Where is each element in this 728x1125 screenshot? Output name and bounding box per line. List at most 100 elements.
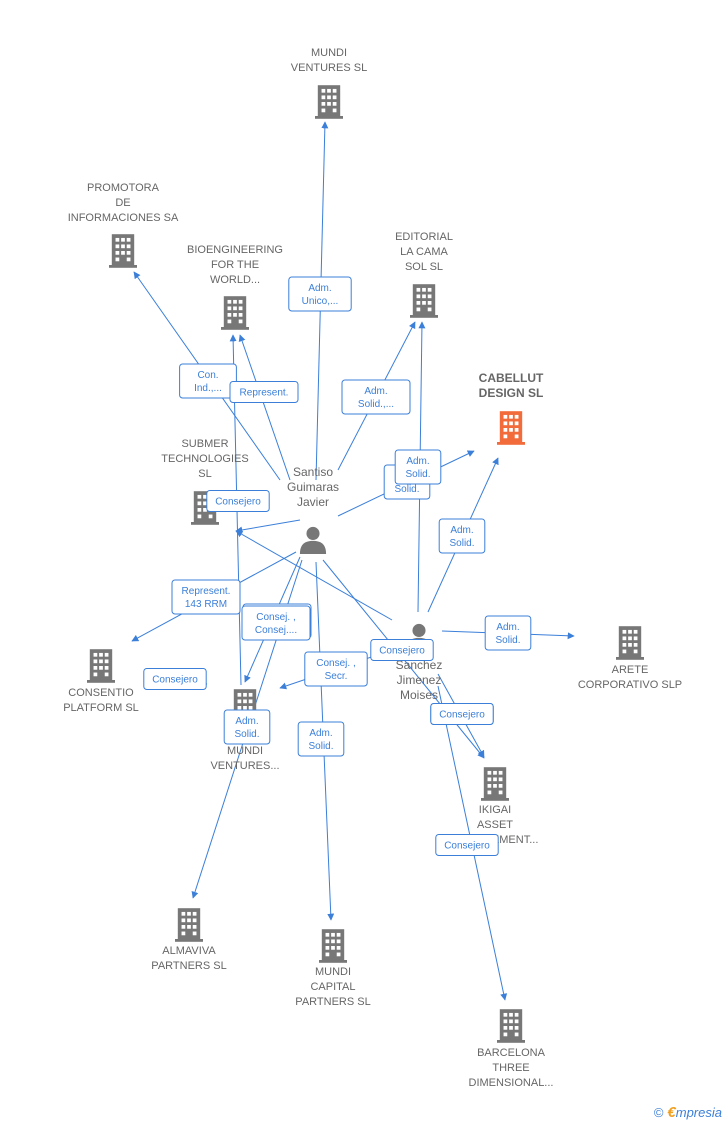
node-label-line: DE <box>115 197 130 209</box>
edge-label-mundi_ventures2-bioengineering[interactable]: Adm. Solid. <box>223 709 271 745</box>
edge-label-text: Represent. <box>240 388 289 399</box>
node-label-line: DESIGN SL <box>479 386 544 400</box>
edge-label-sanchez-editorial[interactable]: Adm.Solid. <box>394 449 442 485</box>
edge-label-santiso-consentio[interactable]: Represent.143 RRM <box>171 579 241 615</box>
edge-label-text: Adm. <box>364 386 387 397</box>
company-barcelona[interactable]: BARCELONA THREE DIMENSIONAL... <box>469 1009 554 1089</box>
edge-label-text: Solid. <box>234 729 259 740</box>
edge-label-text: Solid. <box>495 635 520 646</box>
edge-label-santiso-mundi_capital[interactable]: Adm. Solid. <box>297 721 345 757</box>
edge-label-text: Secr. <box>325 671 348 682</box>
edge-sanchez-submer <box>235 530 393 621</box>
edge-label-sanchez-cabellut[interactable]: Adm.Solid. <box>438 518 486 554</box>
node-label-line: EDITORIAL <box>395 231 453 243</box>
edge-label-text: Adm. <box>235 716 258 727</box>
node-label-line: THREE <box>492 1062 529 1074</box>
edge-label-text: Consej. , <box>316 658 355 669</box>
edge-santiso-submer <box>235 519 301 534</box>
node-label-line: CABELLUT <box>479 371 544 385</box>
node-label-line: Jimenez <box>397 673 442 687</box>
edge-label-text: Adm. <box>496 622 519 633</box>
node-label-line: Javier <box>297 495 329 509</box>
node-label-line: PLATFORM SL <box>63 702 139 714</box>
node-label-line: Guimaras <box>287 480 339 494</box>
node-label-line: DIMENSIONAL... <box>469 1077 554 1089</box>
edge-label-text: Solid. <box>308 741 333 752</box>
edge-label-mundi_ventures2-consentio[interactable]: Consejero <box>143 668 207 690</box>
edge-label-sanchez-ikigai[interactable]: Consejero <box>430 703 494 725</box>
edge-label-sanchez-arete[interactable]: Adm. Solid. <box>484 615 532 651</box>
node-label-line: FOR THE <box>211 259 259 271</box>
node-label-line: INFORMACIONES SA <box>68 212 179 224</box>
edge-label-santiso-almaviva[interactable]: Consej. , Consej.... <box>241 605 311 641</box>
footer-brand[interactable]: ©€mpresia <box>654 1104 722 1121</box>
node-label-line: CORPORATIVO SLP <box>578 679 682 691</box>
edge-label-text: Solid. <box>449 538 474 549</box>
edge-labels-layer: Adm.Unico,...Con.Ind.,...Represent.Adm.S… <box>143 276 532 856</box>
node-label-line: PROMOTORA <box>87 182 160 194</box>
company-mundi_ventures2[interactable]: MUNDIVENTURES... <box>210 689 280 772</box>
building-icon <box>87 649 115 683</box>
node-label-line: TECHNOLOGIES <box>161 453 248 465</box>
building-icon <box>175 908 203 942</box>
edge-label-santiso-promotora[interactable]: Con. Ind.,... <box>179 363 237 399</box>
brand-logo-letter: € <box>667 1104 676 1121</box>
edge-label-santiso-mundi_ventures[interactable]: Adm.Unico,... <box>288 276 352 312</box>
edge-label-text: Con. <box>197 370 218 381</box>
brand-name: mpresia <box>675 1105 722 1120</box>
node-label-line: MUNDI <box>315 966 351 978</box>
edge-label-santiso-bioengineering[interactable]: Represent. <box>229 381 299 403</box>
node-label-line: MUNDI <box>311 47 347 59</box>
edge-label-santiso-submer[interactable]: Consejero <box>206 490 270 512</box>
node-label-line: PARTNERS SL <box>151 960 226 972</box>
edge-label-text: Consejero <box>444 841 490 852</box>
person-icon <box>299 526 327 554</box>
edge-label-text: Solid.,... <box>358 399 394 410</box>
edge-label-sanchez-mundi_ventures2[interactable]: Consej. , Secr. <box>304 651 368 687</box>
node-label-line: VENTURES... <box>210 760 279 772</box>
node-label-line: Moises <box>400 688 438 702</box>
edge-label-text: Adm. <box>308 283 331 294</box>
node-label-line: SOL SL <box>405 261 443 273</box>
node-label-line: BIOENGINEERING <box>187 244 283 256</box>
copyright-icon: © <box>653 1105 664 1120</box>
edge-label-text: Consej. , <box>256 612 295 623</box>
node-label-line: PARTNERS SL <box>295 996 370 1008</box>
building-icon <box>497 1009 525 1043</box>
edge-label-sanchez-barcelona[interactable]: Consejero <box>435 834 499 856</box>
edge-label-text: 143 RRM <box>185 599 227 610</box>
edge-label-santiso-editorial[interactable]: Adm. Solid.,... <box>341 379 411 415</box>
node-label-line: SL <box>198 468 211 480</box>
node-label-line: ARETE <box>612 664 649 676</box>
company-editorial[interactable]: EDITORIAL LA CAMA SOL SL <box>395 231 453 318</box>
building-icon <box>319 929 347 963</box>
company-promotora[interactable]: PROMOTORA DE INFORMACIONES SA <box>68 182 179 268</box>
node-label-line: Sanchez <box>396 658 443 672</box>
edge-label-text: Ind.,... <box>194 383 222 394</box>
edge-label-text: Adm. <box>309 728 332 739</box>
company-arete[interactable]: ARETE CORPORATIVO SLP <box>578 626 682 691</box>
edge-label-text: Adm. <box>406 456 429 467</box>
edge-label-sanchez-submer[interactable]: Consejero <box>370 639 434 661</box>
edge-label-text: Solid. <box>394 484 419 495</box>
edge-label-text: Consejero <box>379 646 425 657</box>
node-label-line: Santiso <box>293 465 333 479</box>
edge-label-text: Consejero <box>439 710 485 721</box>
building-icon <box>481 767 509 801</box>
building-icon <box>109 234 137 268</box>
edge-label-text: Consej.... <box>255 625 297 636</box>
node-label-line: LA CAMA <box>400 246 448 258</box>
node-label-line: BARCELONA <box>477 1047 546 1059</box>
building-icon <box>315 85 343 119</box>
